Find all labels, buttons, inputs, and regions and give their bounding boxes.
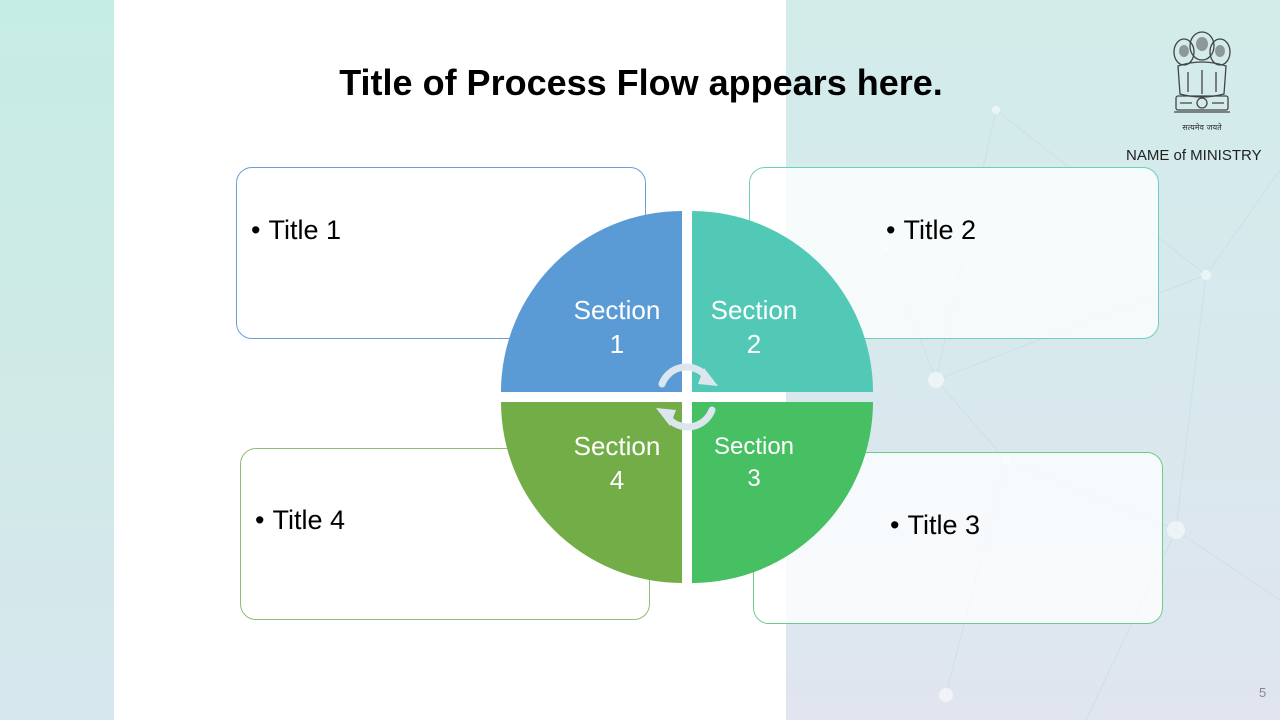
cycle-arrowheads-icon xyxy=(656,368,718,426)
page-number: 5 xyxy=(1259,685,1267,700)
section-1-quadrant xyxy=(501,211,682,392)
slide-title: Title of Process Flow appears here. xyxy=(339,62,943,103)
box-title-1: Title 1 xyxy=(251,215,341,246)
emblem-motto: सत्यमेव जयते xyxy=(1182,122,1222,132)
left-accent-panel xyxy=(0,0,114,720)
section-2-quadrant xyxy=(692,211,873,392)
section-3-quadrant xyxy=(692,402,873,583)
ministry-name: NAME of MINISTRY xyxy=(1126,147,1262,164)
section-4-quadrant xyxy=(501,402,682,583)
cycle-arrows-icon xyxy=(658,363,716,431)
national-emblem-icon: सत्यमेव जयते xyxy=(1173,31,1231,132)
box-title-4: Title 4 xyxy=(255,505,345,536)
box-title-3: Title 3 xyxy=(890,510,980,541)
box-title-2: Title 2 xyxy=(886,215,976,246)
